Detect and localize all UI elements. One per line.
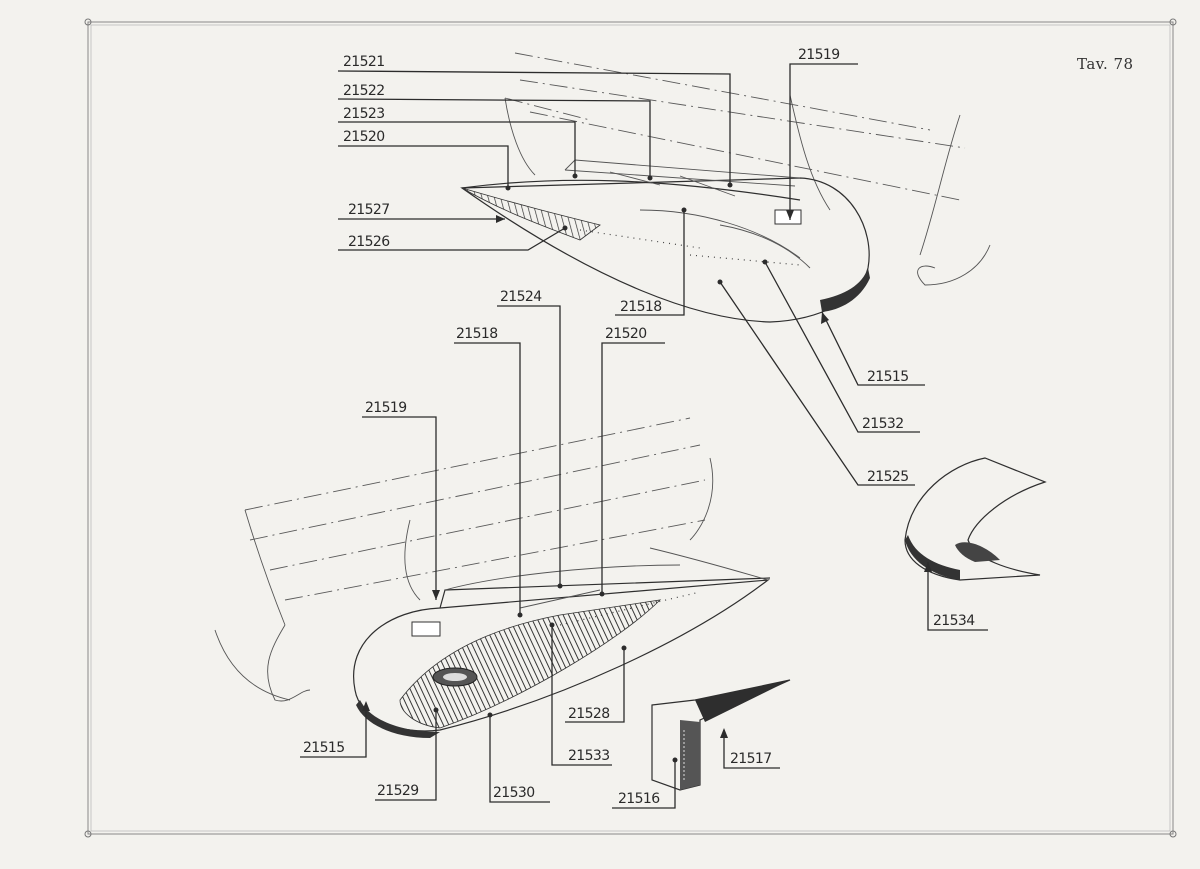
- callout-21524: 21524: [500, 289, 542, 305]
- nose-cap-detail: [904, 457, 1047, 581]
- callout-21516: 21516: [618, 791, 660, 807]
- callout-21523: 21523: [343, 106, 385, 122]
- callout-21530: 21530: [493, 785, 535, 801]
- callout-21520-upper: 21520: [343, 129, 385, 145]
- callout-21525: 21525: [867, 469, 909, 485]
- callout-labels: 21521 21522 21523 21520 21527 21526 2151…: [303, 47, 976, 807]
- page-border-inner: [90, 24, 1171, 832]
- callout-21522: 21522: [343, 83, 385, 99]
- callout-21515-lower: 21515: [303, 740, 345, 756]
- plate-title: Tav. 78: [1077, 55, 1134, 73]
- callout-21518-upper: 21518: [620, 299, 662, 315]
- callout-21515-upper: 21515: [867, 369, 909, 385]
- callout-21526: 21526: [348, 234, 390, 250]
- callout-21520-lower: 21520: [605, 326, 647, 342]
- callout-21533: 21533: [568, 748, 610, 764]
- page-border: [87, 21, 1174, 835]
- callout-21519-lower: 21519: [365, 400, 407, 416]
- bracket-detail: [651, 679, 791, 791]
- upper-fairing-assembly: [460, 52, 991, 323]
- callout-21534: 21534: [933, 613, 975, 629]
- callout-21529: 21529: [377, 783, 419, 799]
- callout-21527: 21527: [348, 202, 390, 218]
- leader-lines: [300, 63, 988, 809]
- callout-21518-lower: 21518: [456, 326, 498, 342]
- callout-21517: 21517: [730, 751, 772, 767]
- lower-fairing-assembly: [214, 417, 771, 738]
- callout-21519-upper: 21519: [798, 47, 840, 63]
- callout-21521: 21521: [343, 54, 385, 70]
- callout-21532: 21532: [862, 416, 904, 432]
- callout-21528: 21528: [568, 706, 610, 722]
